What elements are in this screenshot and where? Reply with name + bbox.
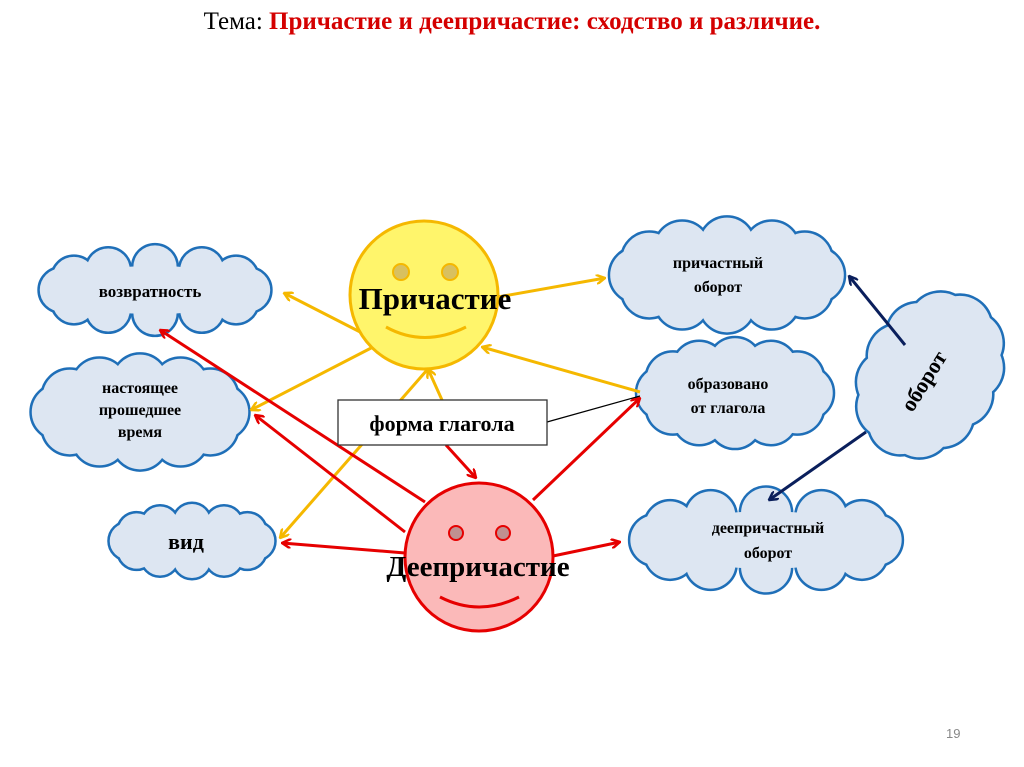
verb-form-box: форма глагола bbox=[337, 399, 548, 446]
arrow-participle-tense bbox=[251, 344, 376, 410]
eye-icon bbox=[448, 525, 464, 541]
arrow-participle-reflexivity bbox=[284, 293, 369, 338]
formed-from-verb-cloud bbox=[634, 335, 836, 451]
tense-line-3: время bbox=[118, 424, 163, 441]
aspect-label: вид bbox=[168, 529, 204, 554]
aspect-cloud bbox=[107, 501, 277, 581]
gerund-node: Деепричастие bbox=[386, 481, 570, 633]
gerund-phrase-cloud bbox=[627, 485, 905, 595]
arrow-phrase-participial bbox=[849, 276, 907, 346]
arrow-gerund-formed bbox=[531, 398, 640, 502]
arrow-gerund-tense bbox=[255, 415, 406, 534]
arrow-verbform-gerund bbox=[444, 443, 476, 478]
formed-line-2: от глагола bbox=[691, 400, 766, 417]
phrase-cloud bbox=[854, 290, 1006, 460]
arrow-gerund-aspect bbox=[282, 543, 406, 555]
gerund-label: Деепричастие bbox=[386, 551, 569, 583]
tense-line-1: настоящее bbox=[102, 380, 178, 397]
participle-node: Причастие bbox=[348, 219, 512, 371]
eye-icon bbox=[441, 263, 459, 281]
title-label: Тема: bbox=[203, 8, 263, 35]
gerund-phrase-line-1: деепричастный bbox=[712, 520, 825, 537]
title-topic: Причастие и деепричастие: сходство и раз… bbox=[269, 8, 821, 35]
page-number: 19 bbox=[946, 726, 961, 741]
smile-icon bbox=[439, 595, 520, 609]
eye-icon bbox=[495, 525, 511, 541]
slide-title: Тема: Причастие и деепричастие: сходство… bbox=[0, 8, 1024, 36]
formed-line-1: образовано bbox=[688, 376, 769, 393]
arrow-participle-phrase bbox=[497, 278, 605, 299]
arrow-formed-participle bbox=[482, 347, 641, 394]
eye-icon bbox=[392, 263, 410, 281]
verb-form-label: форма глагола bbox=[369, 411, 514, 436]
connector-verbform-formed bbox=[546, 395, 641, 423]
reflexivity-cloud bbox=[37, 242, 273, 338]
reflexivity-label: возвратность bbox=[99, 282, 202, 301]
arrow-phrase-gerund bbox=[769, 430, 867, 500]
tense-line-2: прошедшее bbox=[99, 402, 181, 419]
gerund-phrase-line-2: оборот bbox=[744, 545, 792, 562]
participial-phrase-cloud bbox=[607, 215, 847, 335]
arrow-gerund-reflexivity bbox=[160, 330, 426, 504]
arrow-gerund-phrase bbox=[552, 542, 620, 558]
participial-phrase-line-2: оборот bbox=[694, 279, 742, 296]
participle-label: Причастие bbox=[359, 281, 512, 316]
participial-phrase-line-1: причастный bbox=[673, 255, 763, 272]
tense-cloud bbox=[29, 352, 251, 472]
smile-icon bbox=[385, 325, 467, 339]
arrow-verbform-participle bbox=[428, 369, 444, 401]
